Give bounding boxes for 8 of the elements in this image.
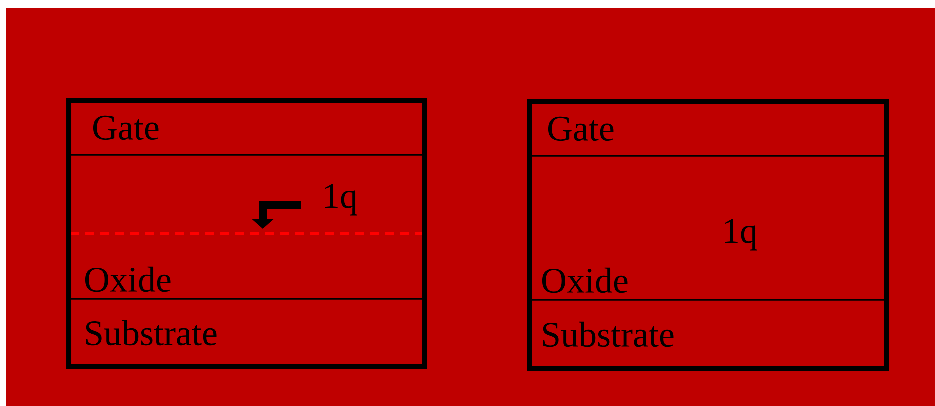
layer-box: Substrate xyxy=(68,298,426,368)
node-label: Gate xyxy=(93,116,159,140)
device-box xyxy=(528,100,890,372)
layer-box: Substrate xyxy=(529,299,888,370)
device-box xyxy=(66,98,428,370)
charge-label: 1q xyxy=(325,184,358,216)
charge-label: 1q xyxy=(725,219,758,251)
node-label: Gate xyxy=(548,116,614,142)
